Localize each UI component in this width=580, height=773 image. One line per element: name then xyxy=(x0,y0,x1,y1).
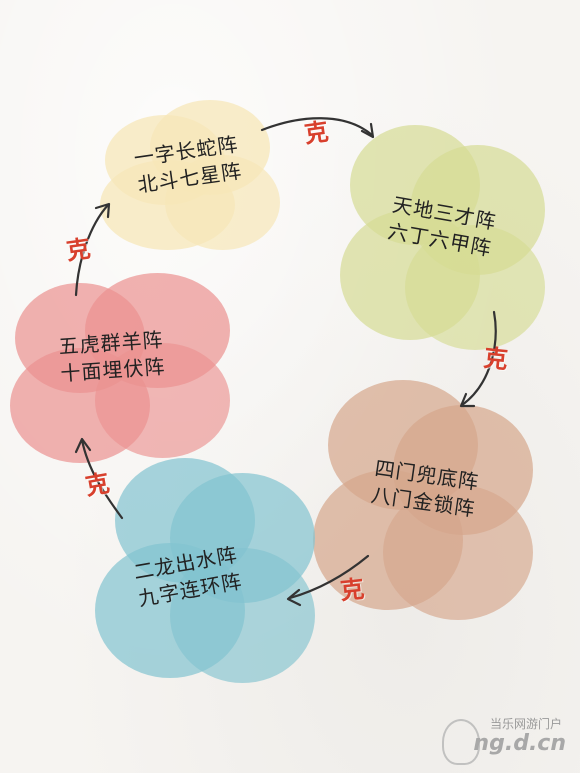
arrow-bottom xyxy=(288,554,370,600)
arrow-top-head xyxy=(360,122,375,139)
arrow-left-low-head xyxy=(74,437,92,454)
watermark-site-name: 当乐网游门户 xyxy=(489,717,562,731)
arrow-top xyxy=(260,117,374,137)
relation-label-top: 克 xyxy=(302,117,331,149)
music-note-icon xyxy=(442,719,480,765)
arrow-left-high xyxy=(74,203,110,297)
arrow-right-head xyxy=(459,392,476,408)
brown-cloud xyxy=(308,370,540,625)
blue-cloud xyxy=(90,448,320,688)
relation-label-bottom: 克 xyxy=(338,574,366,606)
watermark: 当乐网游门户 ng.d.cn xyxy=(442,711,572,767)
arrow-left-low xyxy=(80,438,124,520)
arrow-bottom-head xyxy=(286,588,302,607)
watermark-domain: ng.d.cn xyxy=(473,731,566,756)
relation-label-left-high: 克 xyxy=(64,234,93,266)
relation-label-right: 克 xyxy=(482,343,510,375)
yellow-cloud xyxy=(95,95,285,260)
arrow-left-high-head xyxy=(94,202,111,219)
green-cloud xyxy=(335,115,550,355)
arrow-right xyxy=(460,310,497,407)
